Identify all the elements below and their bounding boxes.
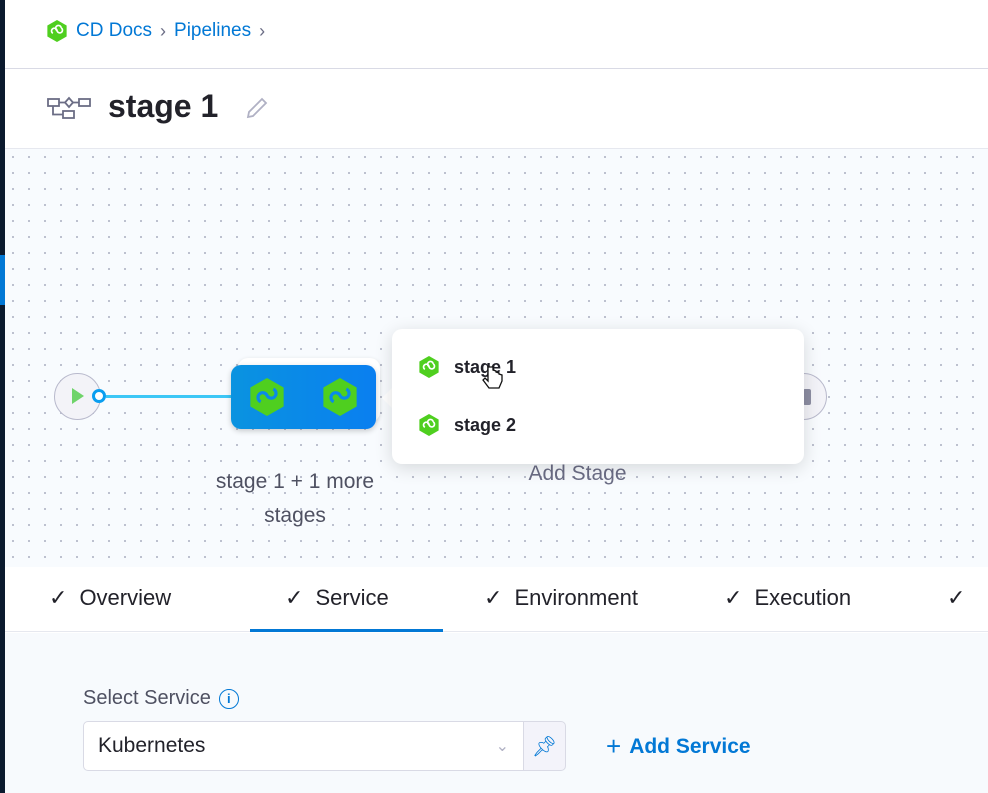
tab-label: Overview	[79, 585, 172, 610]
left-nav-strip	[0, 0, 5, 793]
add-service-button[interactable]: + Add Service	[606, 731, 751, 762]
tab-label: Environment	[514, 585, 638, 610]
select-service-label: Select Service i	[83, 687, 239, 710]
edit-pencil-icon[interactable]	[244, 95, 270, 121]
check-icon: ✓	[947, 585, 966, 610]
connector-line	[106, 395, 232, 398]
stop-icon	[803, 389, 811, 405]
stage-2-icon	[321, 376, 359, 418]
tab-environment[interactable]: ✓ Environment	[484, 585, 638, 611]
field-label: Select Service	[83, 687, 211, 709]
popover-item-label: stage 2	[454, 414, 517, 435]
info-icon[interactable]: i	[218, 688, 239, 709]
popover-arrow	[382, 386, 394, 410]
check-icon: ✓	[49, 585, 68, 610]
divider	[5, 68, 988, 69]
popover-item-stage-2[interactable]: stage 2	[418, 413, 516, 437]
play-icon	[72, 388, 84, 404]
tab-next-partial[interactable]: ✓	[947, 585, 965, 611]
add-stage-button[interactable]: Add Stage	[528, 462, 627, 485]
stage-tabs: ✓ Overview ✓ Service ✓ Environment ✓ Executi…	[5, 567, 988, 632]
stage-icon	[418, 355, 440, 379]
breadcrumb-pipelines[interactable]: Pipelines	[174, 20, 252, 41]
stage-group-node[interactable]	[231, 365, 376, 429]
stage-icon	[418, 413, 440, 437]
popover-item-stage-1[interactable]: stage 1	[418, 355, 516, 379]
tab-service[interactable]: ✓ Service	[285, 585, 389, 611]
pipeline-stage-icon	[47, 96, 91, 119]
left-nav-active-indicator	[0, 255, 5, 305]
popover-item-label: stage 1	[454, 356, 517, 377]
tab-label: Service	[315, 585, 389, 610]
add-service-label: Add Service	[629, 734, 751, 758]
tab-overview[interactable]: ✓ Overview	[49, 585, 171, 611]
pin-button[interactable]: 📌︎	[523, 721, 566, 771]
page-title: stage 1	[108, 88, 219, 124]
service-select-value: Kubernetes	[98, 734, 206, 757]
breadcrumb: CD Docs › Pipelines ›	[46, 18, 265, 44]
connector-port[interactable]	[92, 389, 106, 403]
check-icon: ✓	[484, 585, 503, 610]
check-icon: ✓	[724, 585, 743, 610]
stage-group-label: stage 1 + 1 more stages	[215, 470, 375, 527]
chevron-down-icon: ⌄	[495, 738, 509, 755]
chevron-right-icon: ›	[160, 20, 167, 41]
check-icon: ✓	[285, 585, 304, 610]
breadcrumb-cd-docs[interactable]: CD Docs	[76, 20, 153, 41]
stage-group-popover: stage 1 stage 2	[392, 329, 804, 464]
pin-icon: 📌︎	[531, 735, 558, 758]
active-tab-indicator	[250, 629, 443, 632]
tab-label: Execution	[754, 585, 852, 610]
stage-1-icon	[248, 376, 286, 418]
tab-execution[interactable]: ✓ Execution	[724, 585, 851, 611]
plus-icon: +	[606, 731, 622, 761]
cd-module-icon	[46, 19, 68, 43]
hand-cursor-icon	[482, 366, 503, 389]
service-select[interactable]: Kubernetes ⌄	[83, 721, 524, 771]
chevron-right-icon: ›	[259, 20, 266, 41]
